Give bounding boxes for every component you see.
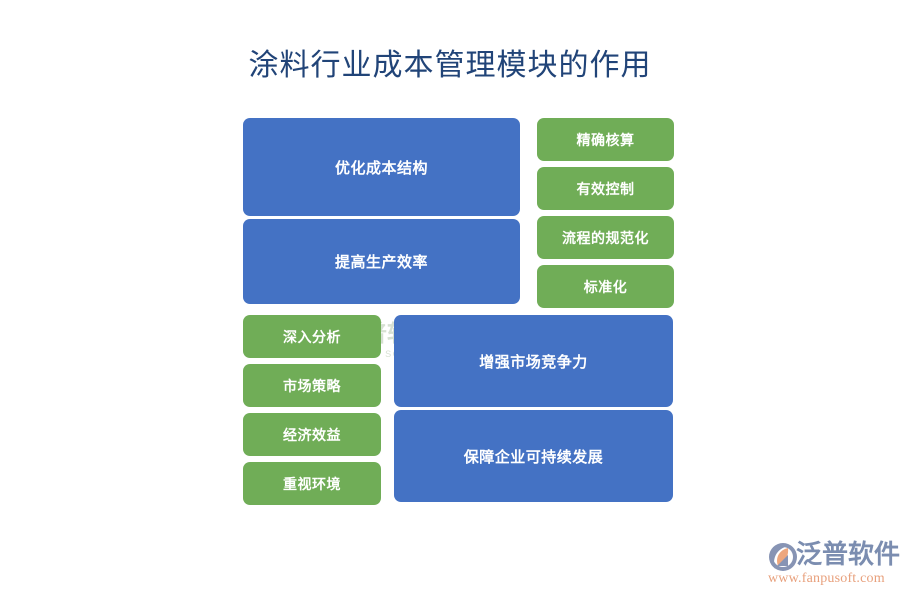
green-box-right-1[interactable]: 精确核算 <box>537 118 674 161</box>
brand-logo: 泛普软件 www.fanpusoft.com <box>768 538 900 588</box>
green-box-left-2[interactable]: 市场策略 <box>243 364 381 407</box>
green-box-right-3[interactable]: 流程的规范化 <box>537 216 674 259</box>
blue-box-3[interactable]: 增强市场竞争力 <box>394 315 673 407</box>
brand-name: 泛普软件 <box>796 539 900 569</box>
green-box-left-4[interactable]: 重视环境 <box>243 462 381 505</box>
green-box-left-3[interactable]: 经济效益 <box>243 413 381 456</box>
green-box-right-4[interactable]: 标准化 <box>537 265 674 308</box>
green-box-right-2[interactable]: 有效控制 <box>537 167 674 210</box>
blue-box-1[interactable]: 优化成本结构 <box>243 118 520 216</box>
green-box-left-1[interactable]: 深入分析 <box>243 315 381 358</box>
fanpu-logo-icon <box>769 543 797 571</box>
brand-url: www.fanpusoft.com <box>768 571 885 586</box>
page-title: 涂料行业成本管理模块的作用 <box>248 49 652 82</box>
blue-box-2[interactable]: 提高生产效率 <box>243 219 520 304</box>
blue-box-4[interactable]: 保障企业可持续发展 <box>394 410 673 502</box>
